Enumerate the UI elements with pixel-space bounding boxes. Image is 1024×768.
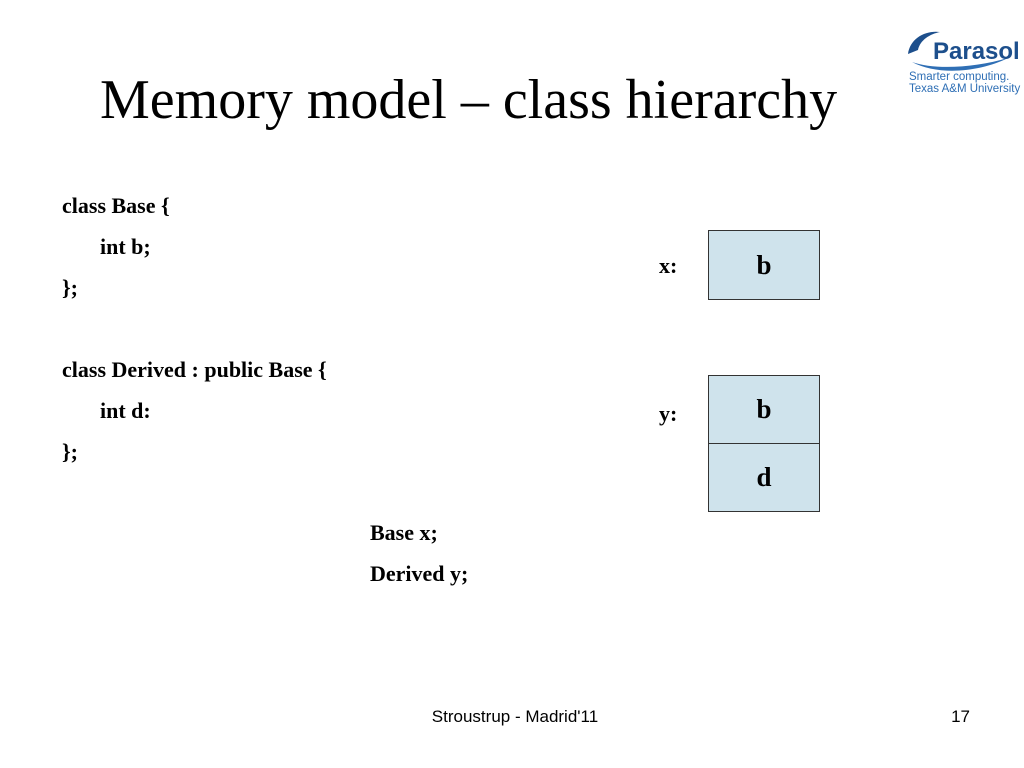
logo-university: Texas A&M University — [909, 83, 1021, 95]
y-field-d: d — [708, 443, 820, 512]
code-line-close-base: }; — [62, 275, 78, 300]
x-label: x: — [659, 253, 678, 278]
x-field-b: b — [708, 230, 820, 300]
parasol-logo: Parasol Smarter computing. Texas A&M Uni… — [904, 24, 1020, 98]
declaration-base-x: Base x; — [370, 520, 438, 545]
footer-text: Stroustrup - Madrid'11 — [431, 707, 599, 726]
code-line-close-derived: }; — [62, 439, 78, 464]
logo-name: Parasol — [933, 38, 1020, 65]
y-label: y: — [659, 401, 678, 426]
slide-title: Memory model – class hierarchy — [100, 69, 838, 131]
logo-tagline: Smarter computing. — [909, 71, 1010, 83]
logo-swoosh-icon — [908, 31, 1008, 71]
declaration-derived-y: Derived y; — [370, 561, 469, 586]
code-line-class-base: class Base { — [62, 193, 170, 218]
code-line-class-derived: class Derived : public Base { — [62, 357, 327, 382]
code-line-int-b: int b; — [100, 234, 151, 259]
code-line-int-d: int d: — [100, 398, 151, 423]
page-number: 17 — [951, 707, 970, 726]
y-field-b: b — [708, 375, 820, 444]
